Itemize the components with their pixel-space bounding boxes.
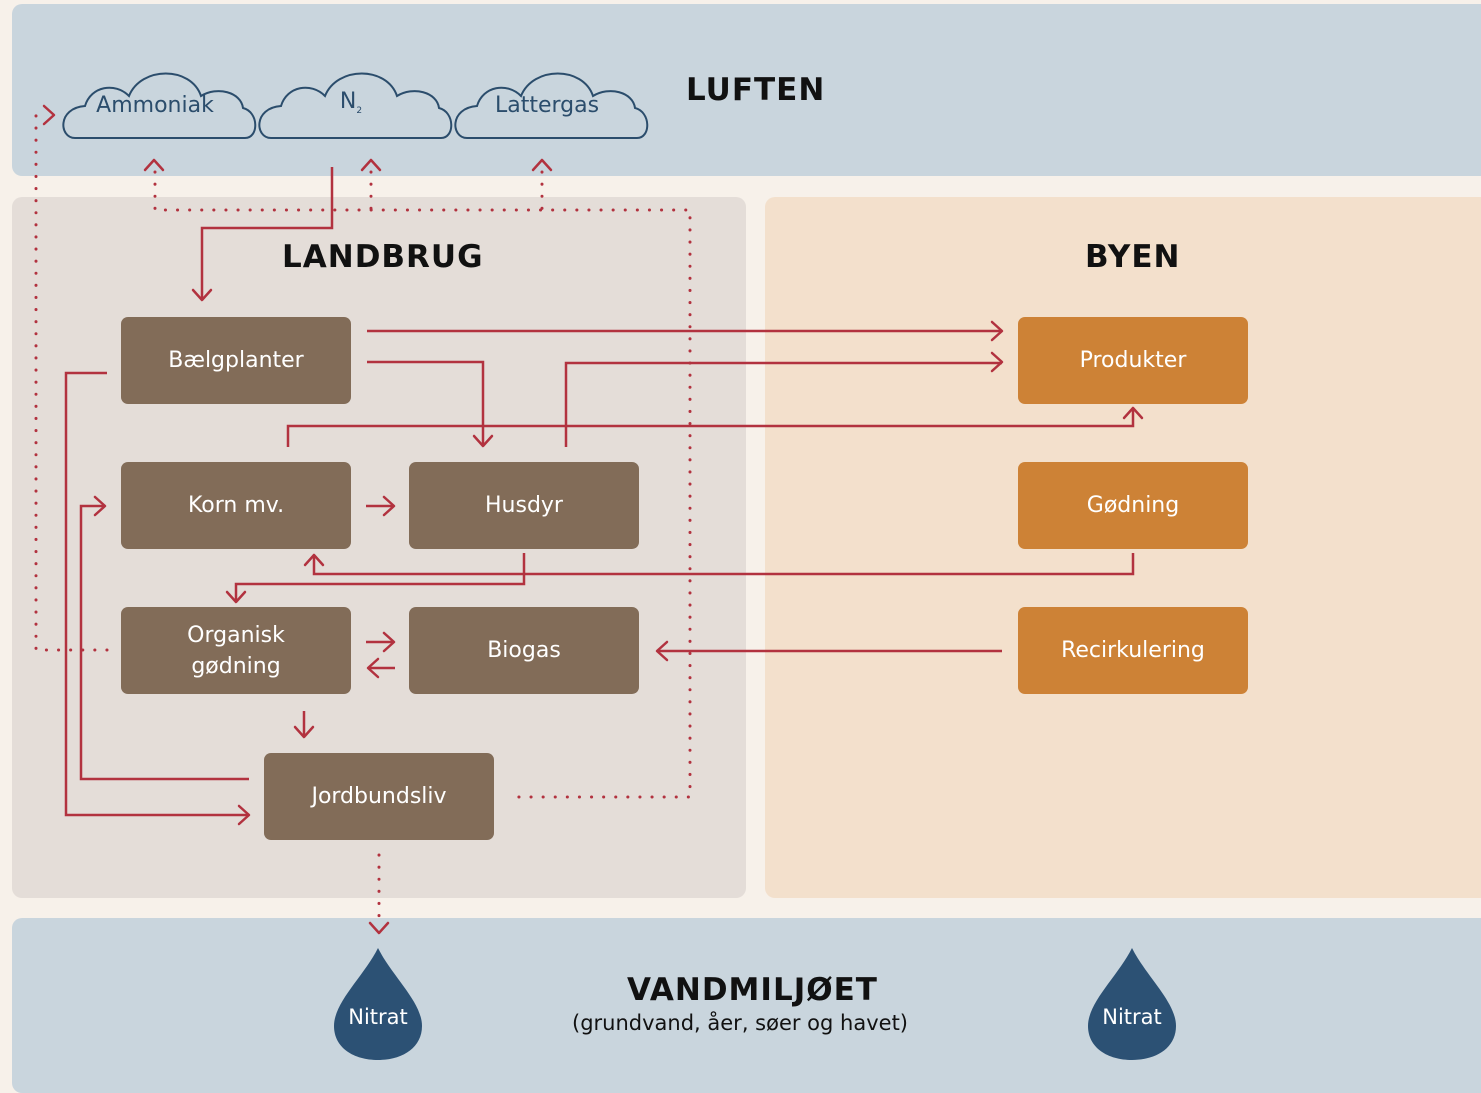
- city-heading: BYEN: [1085, 239, 1181, 275]
- products-box: Produkter: [1018, 317, 1248, 404]
- fertilizer-box: Gødning: [1018, 462, 1248, 549]
- organic-fertilizer-box: Organisk gødning: [121, 607, 351, 694]
- laughing-gas-label: Lattergas: [494, 93, 600, 118]
- ammonia-label: Ammoniak: [96, 93, 214, 118]
- biogas-box: Biogas: [409, 607, 639, 694]
- nitrate-drop-left-icon: [334, 948, 422, 1060]
- legumes-box: Bælgplanter: [121, 317, 351, 404]
- water-zone: [12, 918, 1481, 1093]
- air-heading: LUFTEN: [686, 72, 826, 108]
- nitrate-drop-right-icon: [1088, 948, 1176, 1060]
- n2-subscript: 2: [356, 106, 363, 116]
- solid-flow-lines: [64, 167, 1135, 817]
- arrowheads: [42, 104, 1144, 935]
- water-heading: VANDMILJØET: [627, 972, 878, 1008]
- water-subheading: (grundvand, åer, søer og havet): [572, 1011, 908, 1035]
- air-zone: [12, 4, 1481, 176]
- soil-life-box: Jordbundsliv: [264, 753, 494, 840]
- recycling-box: Recirkulering: [1018, 607, 1248, 694]
- nitrate-label-right: Nitrat: [1102, 1005, 1162, 1029]
- n2-main: N: [339, 89, 357, 114]
- farming-heading: LANDBRUG: [282, 239, 484, 275]
- grain-box: Korn mv.: [121, 462, 351, 549]
- nitrate-label-left: Nitrat: [348, 1005, 408, 1029]
- livestock-box: Husdyr: [409, 462, 639, 549]
- dotted-emission-lines: [34, 113, 692, 922]
- n2-label: N2: [271, 89, 431, 116]
